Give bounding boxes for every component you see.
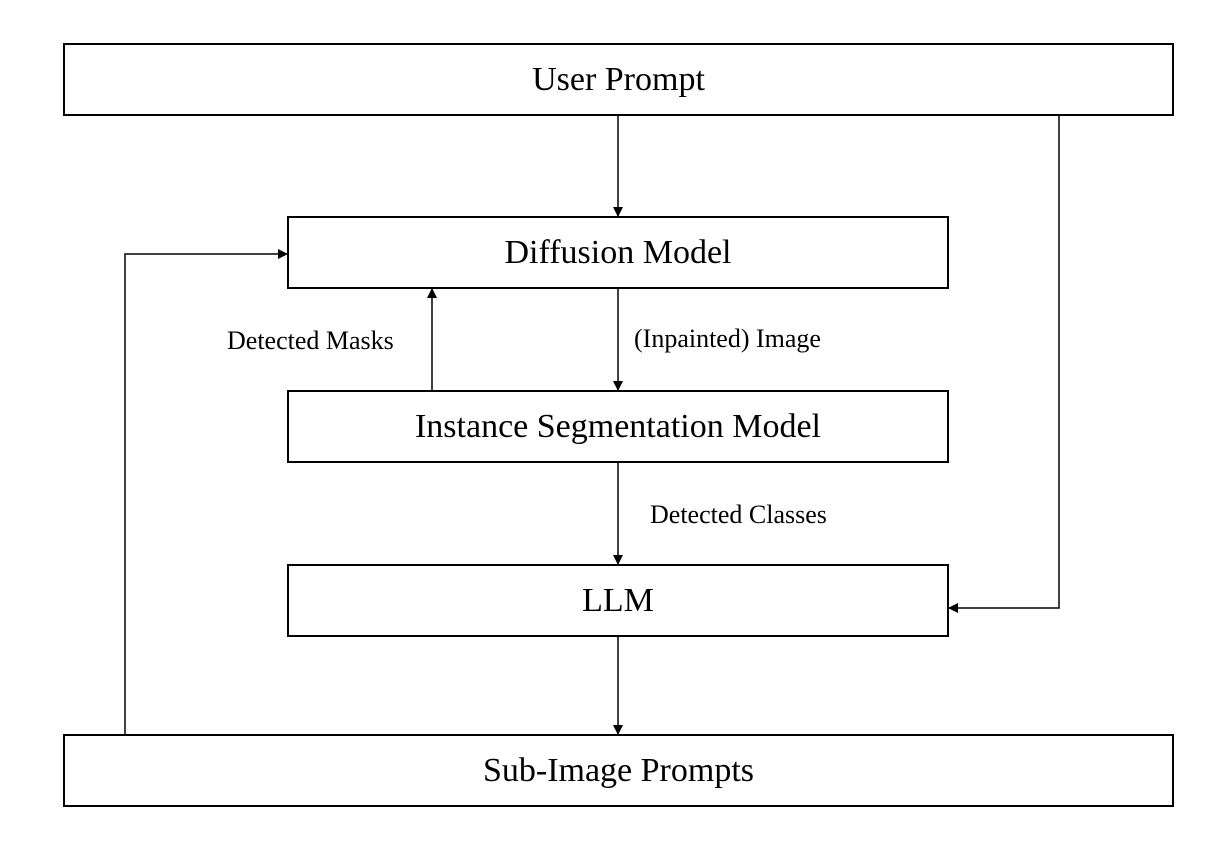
edge-label-inpainted-image: (Inpainted) Image bbox=[634, 324, 821, 353]
instance-segmentation-model-label: Instance Segmentation Model bbox=[414, 407, 821, 445]
diffusion-model-box: Diffusion Model bbox=[287, 216, 949, 289]
llm-label: LLM bbox=[582, 581, 654, 619]
edge-label-detected-classes: Detected Classes bbox=[650, 500, 827, 529]
sub-image-prompts-label: Sub-Image Prompts bbox=[482, 751, 755, 789]
user-prompt-label: User Prompt bbox=[532, 60, 705, 98]
instance-segmentation-model-box: Instance Segmentation Model bbox=[287, 390, 949, 463]
arrow-user-prompt-to-llm bbox=[948, 116, 1060, 613]
user-prompt-box: User Prompt bbox=[63, 43, 1174, 116]
diffusion-model-label: Diffusion Model bbox=[504, 233, 732, 271]
sub-image-prompts-box: Sub-Image Prompts bbox=[63, 734, 1174, 807]
edge-label-detected-masks: Detected Masks bbox=[227, 326, 394, 355]
llm-box: LLM bbox=[287, 564, 949, 637]
